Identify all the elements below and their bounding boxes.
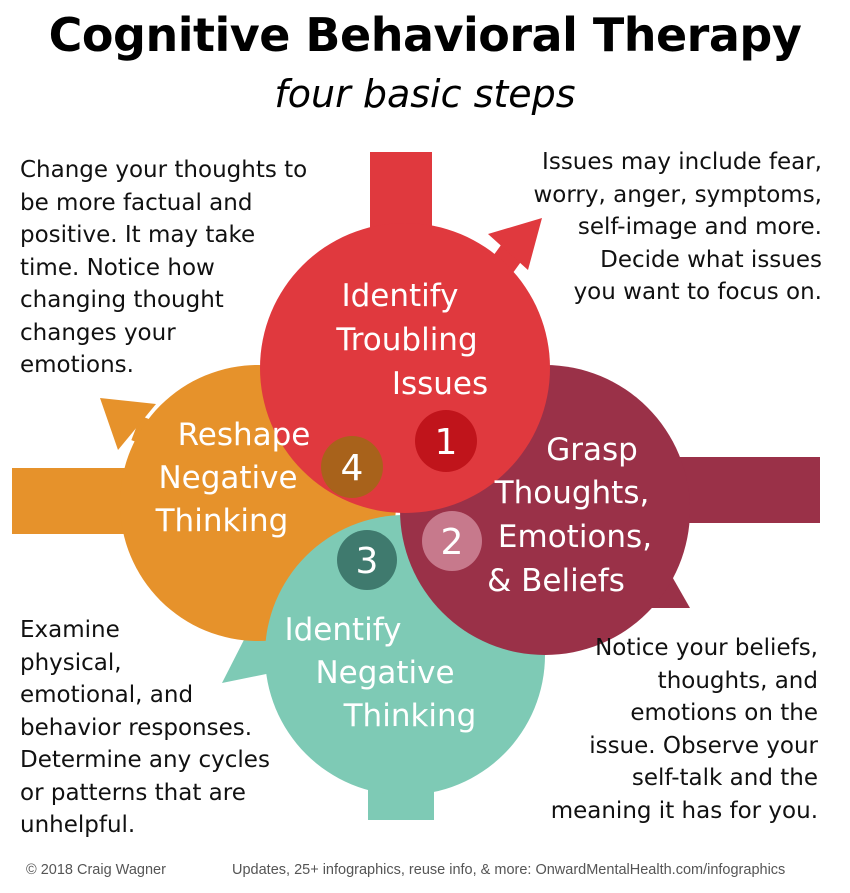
note-line: physical, <box>20 649 122 676</box>
note-line: emotions on the <box>630 700 818 726</box>
circle-step-1 <box>260 223 550 513</box>
note-line: emotional, and <box>20 682 194 708</box>
note-line: changes your <box>20 319 176 346</box>
badge-step-3-number: 3 <box>356 541 379 582</box>
step-2-label-line-4: & Beliefs <box>487 563 625 599</box>
note-line: or patterns that are <box>20 779 246 806</box>
step-2-label-line-3: Emotions, <box>498 519 652 555</box>
note-line: thoughts, and <box>657 667 818 694</box>
step-3-label-line-3: Thinking <box>343 698 477 734</box>
note-bottom-right: Notice your beliefs, thoughts, and emoti… <box>551 632 818 827</box>
step-4-label-line-2: Negative <box>158 460 297 496</box>
note-line: you want to focus on. <box>573 279 822 305</box>
step-3-label-line-1: Identify <box>284 612 401 648</box>
badge-step-1: 1 <box>415 410 477 472</box>
step-2-label-line-2: Thoughts, <box>494 475 650 511</box>
badge-step-1-number: 1 <box>435 422 458 463</box>
badge-step-3: 3 <box>337 530 397 590</box>
badge-step-2: 2 <box>422 511 482 571</box>
page-subtitle: four basic steps <box>274 72 576 116</box>
note-line: issue. Observe your <box>589 732 818 759</box>
step-2-label-line-1: Grasp <box>546 432 638 468</box>
footer-updates-link[interactable]: Updates, 25+ infographics, reuse info, &… <box>232 862 786 878</box>
note-top-left: Change your thoughts to be more factual … <box>20 154 307 382</box>
badge-step-4: 4 <box>321 436 383 498</box>
page-title: Cognitive Behavioral Therapy <box>48 8 802 62</box>
note-line: emotions. <box>20 352 134 378</box>
note-line: be more factual and <box>20 189 253 216</box>
note-line: Decide what issues <box>600 246 822 273</box>
note-line: Notice your beliefs, <box>595 635 818 661</box>
note-line: Determine any cycles <box>20 747 270 773</box>
step-1-label-line-3: Issues <box>392 366 488 402</box>
step-1-label-line-2: Troubling <box>335 322 477 358</box>
note-line: Examine <box>20 617 120 643</box>
badge-step-4-number: 4 <box>341 448 364 489</box>
note-line: meaning it has for you. <box>550 797 818 824</box>
note-line: behavior responses. <box>20 714 253 741</box>
badge-step-2-number: 2 <box>441 522 464 563</box>
note-line: self-image and more. <box>577 214 822 240</box>
note-line: unhelpful. <box>20 812 136 838</box>
step-4-label-line-1: Reshape <box>178 417 311 453</box>
step-3-label-line-2: Negative <box>315 655 454 691</box>
note-bottom-left: Examine physical, emotional, and behavio… <box>20 614 270 842</box>
note-line: self-talk and the <box>631 765 818 791</box>
note-line: Change your thoughts to <box>20 157 308 183</box>
note-line: Issues may include fear, <box>542 149 822 175</box>
note-line: changing thought <box>20 287 224 313</box>
note-top-right: Issues may include fear, worry, anger, s… <box>533 146 822 309</box>
step-1-label-line-1: Identify <box>341 278 458 314</box>
note-line: time. Notice how <box>20 254 215 281</box>
footer-copyright: © 2018 Craig Wagner <box>26 862 166 878</box>
step-4-label-line-3: Thinking <box>155 503 289 539</box>
note-line: worry, anger, symptoms, <box>533 181 822 208</box>
note-line: positive. It may take <box>20 222 256 248</box>
